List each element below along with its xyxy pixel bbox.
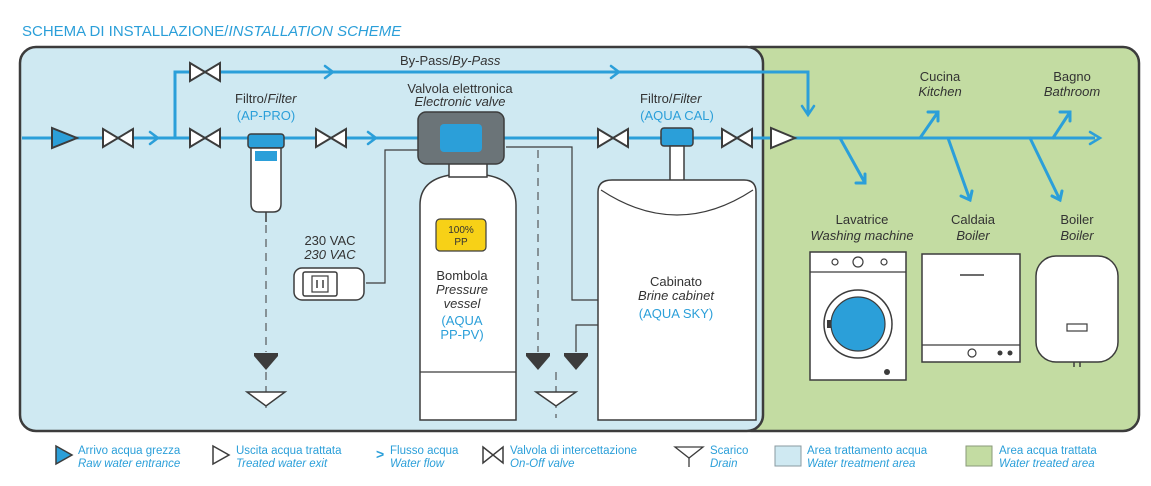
- raw-water-entrance-icon: [51, 126, 80, 150]
- legend-item-sublabel: Water flow: [390, 458, 445, 470]
- vessel-label: Bombola: [436, 268, 488, 283]
- brine-cabinet: [597, 179, 757, 421]
- legend-item-label: Scarico: [710, 445, 748, 457]
- legend-item-sublabel: Treated water exit: [236, 458, 328, 470]
- control-wires: [366, 146, 598, 301]
- legend-item-label: Area acqua trattata: [999, 445, 1097, 457]
- legend-item-sublabel: Water treated area: [999, 458, 1095, 470]
- cabinet-model: (AQUA SKY): [639, 306, 713, 321]
- diagram-title: SCHEMA DI INSTALLAZIONE/INSTALLATION SCH…: [22, 23, 402, 40]
- pp-badge-line2: PP: [454, 237, 468, 248]
- on-off-valve-icon: [189, 127, 221, 149]
- flow-arrow-icon: [323, 64, 336, 80]
- legend-item-sublabel: On-Off valve: [510, 458, 575, 470]
- legend-item-sublabel: Water treatment area: [807, 458, 915, 470]
- on-off-valve-icon: [597, 127, 629, 149]
- vessel-model-1: (AQUA: [441, 313, 483, 328]
- flow-arrow-icon: [148, 130, 161, 146]
- on-off-valve-icon: [189, 61, 221, 83]
- output-branches: [838, 110, 1072, 203]
- flow-arrow-icon: [609, 64, 622, 80]
- filter-aqua-cal: [660, 127, 694, 183]
- vessel-sublabel-2: vessel: [444, 296, 482, 311]
- bathroom-sublabel: Bathroom: [1044, 84, 1101, 99]
- drain-arrow-icon: [564, 356, 588, 370]
- raw-water-entrance-icon: [55, 444, 74, 466]
- drain-icon: [533, 391, 579, 407]
- power-sublabel: 230 VAC: [303, 247, 356, 262]
- filter1-model: (AP-PRO): [237, 108, 296, 123]
- power-label: 230 VAC: [304, 233, 355, 248]
- legend-item-label: Flusso acqua: [390, 445, 459, 457]
- drain-icon: [673, 446, 705, 467]
- treatment-area-icon: [774, 445, 802, 467]
- flow-arrow-icon: [1088, 130, 1103, 146]
- on-off-valve-icon: [102, 127, 134, 149]
- washer-sublabel: Washing machine: [810, 228, 913, 243]
- filter-ap-pro: [247, 133, 285, 222]
- valve-sublabel: Electronic valve: [414, 94, 505, 109]
- bypass-label: By-Pass/By-Pass: [400, 53, 501, 68]
- power-supply: [293, 267, 365, 301]
- heater-label: Caldaia: [951, 212, 996, 227]
- electronic-valve: [417, 111, 505, 165]
- flow-arrow-icon: [800, 104, 816, 118]
- washer-label: Lavatrice: [836, 212, 889, 227]
- filter1-label: Filtro/Filter: [235, 91, 297, 106]
- bathroom-label: Bagno: [1053, 69, 1091, 84]
- vessel-sublabel-1: Pressure: [436, 282, 488, 297]
- legend: Arrivo acqua grezza Raw water entrance U…: [55, 444, 1097, 470]
- heater-sublabel: Boiler: [956, 228, 990, 243]
- boiler-tank: [1035, 255, 1119, 367]
- kitchen-sublabel: Kitchen: [918, 84, 961, 99]
- pressure-vessel: [419, 162, 517, 421]
- on-off-valve-icon: [482, 445, 504, 465]
- legend-item-label: Arrivo acqua grezza: [78, 445, 181, 457]
- on-off-valves: [102, 61, 753, 149]
- drain-funnels: [244, 391, 579, 407]
- filter2-model: (AQUA CAL): [640, 108, 714, 123]
- cabinet-sublabel: Brine cabinet: [638, 288, 715, 303]
- water-treatment-area: [18, 45, 765, 433]
- on-off-valve-icon: [315, 127, 347, 149]
- cabinet-label: Cabinato: [650, 274, 702, 289]
- vessel-model-2: PP-PV): [440, 327, 483, 342]
- treated-water-exit-icon: [212, 444, 231, 466]
- flow-arrow-icon: [366, 130, 379, 146]
- drain-icon: [244, 391, 288, 407]
- drain-lines: [265, 150, 557, 418]
- treated-area-icon: [965, 445, 993, 467]
- kitchen-label: Cucina: [920, 69, 961, 84]
- valve-label: Valvola elettronica: [407, 81, 513, 96]
- legend-item-label: Valvola di intercettazione: [510, 445, 637, 457]
- flow-arrows: [148, 64, 1103, 146]
- legend-item-sublabel: Drain: [710, 458, 737, 470]
- on-off-valve-icon: [721, 127, 753, 149]
- legend-item-label: Area trattamento acqua: [807, 445, 928, 457]
- pp-badge-line1: 100%: [448, 225, 474, 236]
- water-flow-icon: >: [376, 446, 384, 462]
- pp-badge: [435, 218, 487, 252]
- drain-arrow-icon: [254, 356, 278, 370]
- drain-arrow-icon: [526, 356, 550, 370]
- treated-water-exit-icon: [770, 126, 798, 150]
- legend-item-label: Uscita acqua trattata: [236, 445, 342, 457]
- drain-arrows: [254, 353, 588, 370]
- heater-unit: [921, 253, 1021, 363]
- legend-item-sublabel: Raw water entrance: [78, 458, 180, 470]
- washing-machine: [809, 251, 907, 381]
- boiler-label: Boiler: [1060, 212, 1094, 227]
- boiler-sublabel: Boiler: [1060, 228, 1094, 243]
- filter2-label: Filtro/Filter: [640, 91, 702, 106]
